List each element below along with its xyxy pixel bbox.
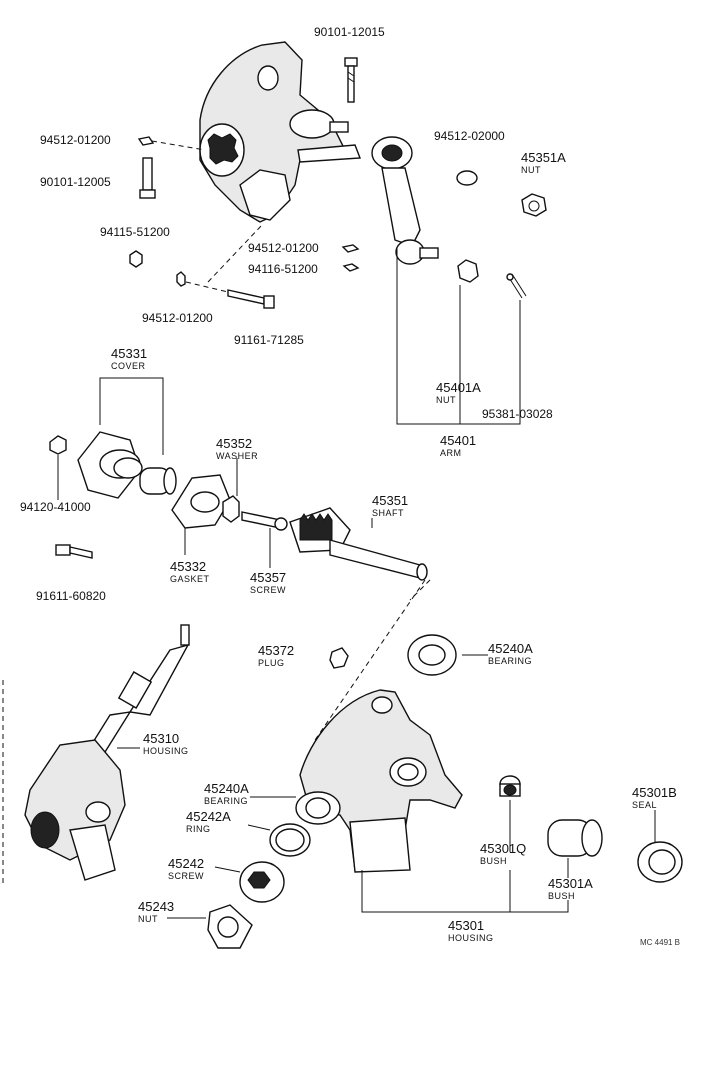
gear-box-assembly (199, 41, 361, 223)
label-45242A: 45242A (186, 809, 231, 824)
screw-45357 (241, 511, 288, 531)
label-91611-60820: 91611-60820 (36, 589, 106, 603)
label-94512-01200-c: 94512-01200 (248, 241, 319, 255)
label-45301A: 45301A (548, 876, 593, 891)
label-95381-03028: 95381-03028 (482, 407, 553, 421)
pitman-arm-45401 (371, 136, 439, 265)
gasket-45332 (171, 474, 231, 529)
label-45351A: 45351A (521, 150, 566, 165)
label-94120-41000: 94120-41000 (20, 500, 91, 514)
name-45310: HOUSING (143, 746, 189, 756)
name-45372: PLUG (258, 658, 285, 668)
label-94116-51200: 94116-51200 (248, 262, 318, 276)
cotter-pin-95381-03028 (506, 273, 527, 299)
label-45301: 45301 (448, 918, 484, 933)
nut-94115-51200 (129, 250, 143, 268)
name-45240A-upper: BEARING (488, 656, 532, 666)
label-94115-51200: 94115-51200 (100, 225, 170, 239)
name-45240A-lower: BEARING (204, 796, 248, 806)
bearing-45240A-upper (407, 634, 457, 676)
name-45331: COVER (111, 361, 146, 371)
reference-code: MC 4491 B (640, 938, 680, 947)
name-45242A: RING (186, 824, 211, 834)
name-45332: GASKET (170, 574, 210, 584)
nut-45351A (521, 193, 547, 217)
cover-45331 (77, 431, 143, 499)
screw-45242 (239, 861, 285, 903)
name-45301: HOUSING (448, 933, 494, 943)
label-45331: 45331 (111, 346, 147, 361)
bush-45301A (547, 819, 603, 857)
washer-94512-01200-a (137, 136, 155, 146)
label-94512-02000: 94512-02000 (434, 129, 505, 143)
bolt-90101-12015 (344, 57, 358, 103)
label-45332: 45332 (170, 559, 206, 574)
label-45240A-upper: 45240A (488, 641, 533, 656)
label-45401: 45401 (440, 433, 476, 448)
bush-45301Q (499, 775, 521, 797)
name-45243: NUT (138, 914, 158, 924)
nut-94120-41000 (49, 435, 67, 455)
name-45242: SCREW (168, 871, 204, 881)
label-45357: 45357 (250, 570, 286, 585)
bolt-91611-60820 (55, 544, 93, 559)
bolt-91161-71285 (227, 289, 275, 309)
nut-45243 (207, 904, 253, 949)
name-45301B: SEAL (632, 800, 657, 810)
plug-45372 (329, 647, 349, 669)
name-45351A: NUT (521, 165, 541, 175)
label-45243: 45243 (138, 899, 174, 914)
label-45301Q: 45301Q (480, 841, 526, 856)
label-45242: 45242 (168, 856, 204, 871)
label-91161-71285: 91161-71285 (234, 333, 304, 347)
ring-45242A (269, 823, 311, 857)
name-45301Q: BUSH (480, 856, 507, 866)
label-45351: 45351 (372, 493, 408, 508)
washer-94512-02000 (456, 170, 478, 186)
label-94512-01200-a: 94512-01200 (40, 133, 111, 147)
name-45401A: NUT (436, 395, 456, 405)
label-45301B: 45301B (632, 785, 677, 800)
label-45240A-lower: 45240A (204, 781, 249, 796)
label-45401A: 45401A (436, 380, 481, 395)
label-45310: 45310 (143, 731, 179, 746)
nut-94116-51200 (342, 263, 360, 272)
shaft-45351 (289, 507, 428, 581)
bush-cover (139, 467, 177, 495)
label-45372: 45372 (258, 643, 294, 658)
washer-45352 (222, 495, 240, 523)
label-45352: 45352 (216, 436, 252, 451)
name-45351: SHAFT (372, 508, 404, 518)
washer-94512-01200-b (176, 271, 186, 287)
label-90101-12005: 90101-12005 (40, 175, 111, 189)
label-94512-01200-b: 94512-01200 (142, 311, 213, 325)
washer-94512-01200-c (341, 244, 360, 253)
name-45301A: BUSH (548, 891, 575, 901)
housing-45310 (24, 624, 190, 881)
housing-45301 (295, 689, 463, 873)
name-45357: SCREW (250, 585, 286, 595)
seal-45301B (637, 841, 683, 883)
nut-45401A (457, 259, 479, 283)
name-45352: WASHER (216, 451, 258, 461)
name-45401: ARM (440, 448, 462, 458)
label-90101-12015: 90101-12015 (314, 25, 385, 39)
bolt-90101-12005 (139, 157, 156, 199)
